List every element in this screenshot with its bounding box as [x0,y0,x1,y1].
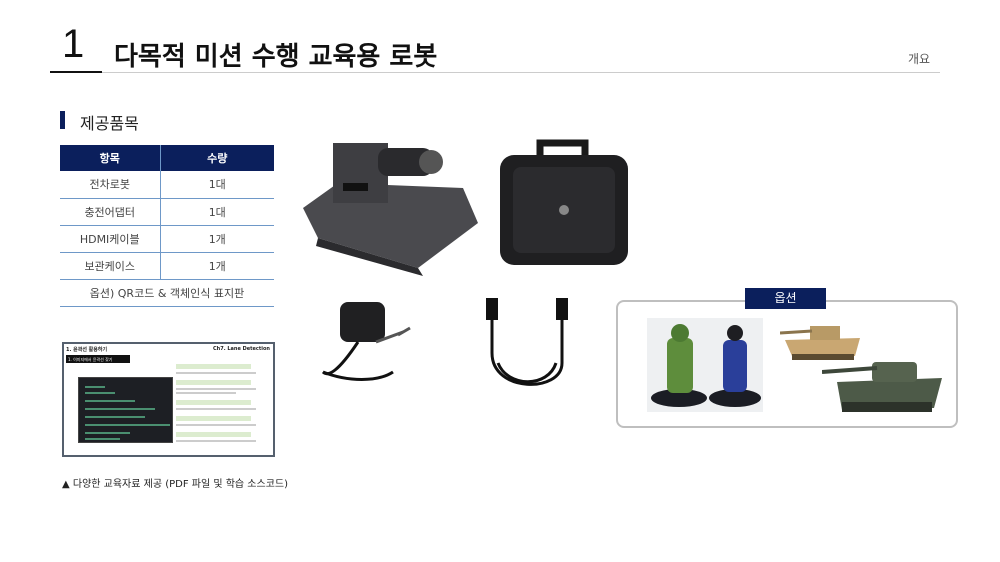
code-block [78,377,173,443]
section-marker [60,111,65,129]
soldier-figures-image [647,318,763,412]
cell-item: 보관케이스 [60,252,161,280]
charging-adapter-image [321,302,411,381]
cell-qty: 1개 [160,252,274,280]
doc-subtitle: 1. 이미지에서 윤곽선 찾기 [66,355,130,363]
header-divider [102,72,940,73]
desert-tank-image [780,326,860,360]
cell-item: 전차로봇 [60,171,161,199]
section-title: 제공품목 [80,114,139,133]
page-title: 다목적 미션 수행 교육용 로봇 [114,42,438,72]
doc-chapter: Ch7. Lane Detection [213,346,270,352]
options-badge: 옵션 [745,288,826,309]
cell-qty: 1대 [160,171,274,199]
document-preview: 1. 윤곽선 활용하기 Ch7. Lane Detection 1. 이미지에서… [62,342,275,457]
table-footer-row: 옵션) QR코드 & 객체인식 표지판 [60,279,274,307]
cell-footer: 옵션) QR코드 & 객체인식 표지판 [60,279,274,307]
tank-robot-image [303,143,478,276]
cell-item: HDMI케이블 [60,225,161,253]
doc-title: 1. 윤곽선 활용하기 [66,347,108,353]
caption: ▲ 다양한 교육자료 제공 (PDF 파일 및 학습 소스코드) [62,479,289,490]
cell-qty: 1개 [160,225,274,253]
header-item: 항목 [60,145,161,171]
section-number: 1 [62,22,85,66]
green-tank-image [822,362,942,412]
carrying-case-image [500,139,628,265]
hdmi-cable-image [486,298,568,386]
cell-qty: 1대 [160,198,274,226]
section-label: 개요 [908,52,931,66]
header-qty: 수량 [160,145,274,171]
number-underline [50,71,102,73]
cell-item: 충전어댑터 [60,198,161,226]
